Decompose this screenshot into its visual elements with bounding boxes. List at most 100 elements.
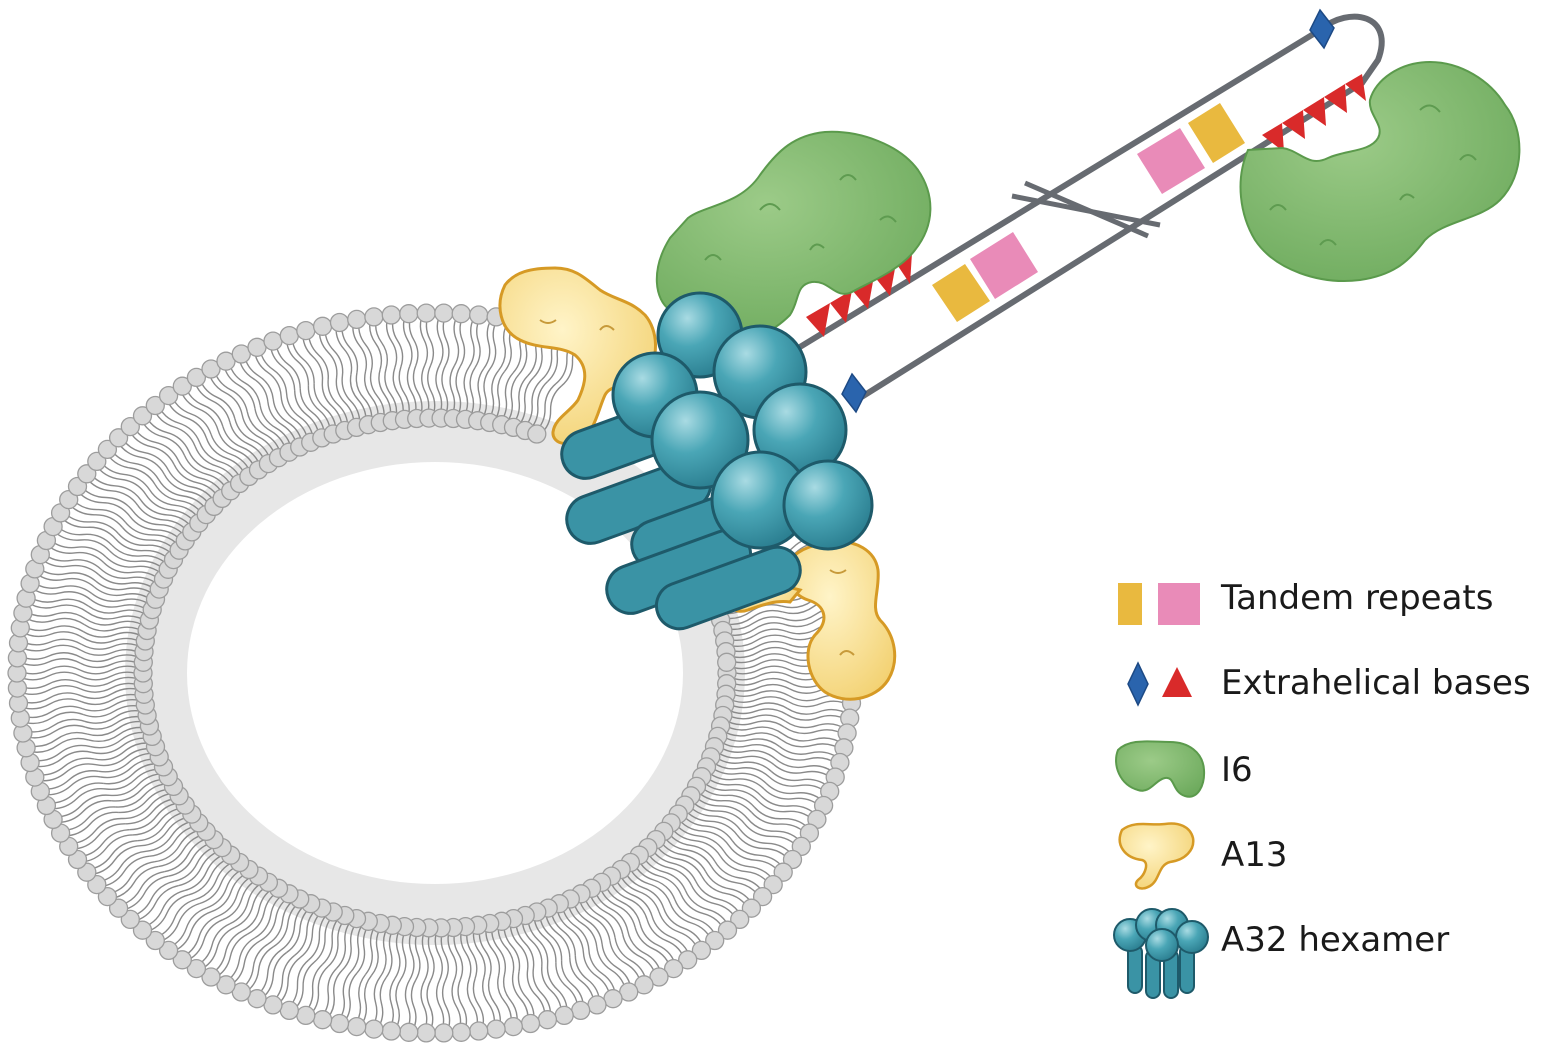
lipid-head — [571, 1000, 591, 1021]
lipid-tail — [157, 902, 200, 944]
lipid-tail — [722, 717, 785, 728]
lipid-head — [705, 930, 725, 951]
tandem-repeat-yellow — [1188, 103, 1245, 163]
lipid-tail — [639, 923, 677, 968]
lipid-tail — [199, 442, 243, 482]
lipid-tail — [714, 861, 766, 895]
lipid-tail — [38, 556, 100, 576]
lipid-tail — [705, 871, 755, 907]
lipid-head — [279, 325, 299, 346]
lipid-tail — [515, 377, 534, 429]
lipid-tail — [140, 499, 194, 530]
lipid-tail — [731, 840, 786, 871]
lipid-tail — [177, 459, 225, 497]
lipid-tail — [765, 782, 826, 804]
lipid-tail — [28, 585, 91, 600]
lipid-tail — [179, 387, 219, 431]
lipid-head — [730, 909, 750, 930]
lipid-tail — [222, 426, 262, 469]
tandem-repeat-pink — [970, 232, 1038, 299]
lipid-tail — [645, 849, 693, 887]
lipid-tail — [785, 720, 848, 731]
lipid-head — [172, 376, 192, 396]
extrahelical-base-red — [1324, 84, 1347, 113]
lipid-head — [201, 967, 221, 987]
lipid-head — [108, 428, 129, 448]
lipid-tail — [61, 811, 119, 837]
lipid-head — [247, 337, 267, 357]
lipid-head — [329, 312, 350, 333]
lipid-tail — [94, 463, 147, 496]
lipid-head — [469, 1021, 489, 1041]
lipid-head — [527, 424, 547, 444]
vesicle-lumen — [187, 462, 683, 884]
lipid-tail — [662, 907, 705, 949]
lipid-tail — [18, 638, 82, 646]
lipid-tail — [577, 895, 611, 941]
lipid-tail — [139, 417, 186, 456]
lipid-head — [469, 305, 489, 325]
lipid-tail — [88, 845, 142, 876]
lipid-head — [554, 1005, 574, 1026]
lipid-tail — [17, 684, 81, 696]
extrahelical-base-red — [1303, 97, 1326, 126]
lipid-tail — [246, 411, 282, 457]
lipid-head — [678, 950, 698, 970]
lipid-tail — [726, 671, 791, 681]
lipid-tail — [69, 496, 126, 523]
lipid-tail — [35, 763, 97, 782]
lipid-head — [329, 1013, 350, 1034]
lipid-tail — [91, 593, 154, 608]
lipid-tail — [627, 930, 663, 976]
lipid-tail — [636, 857, 682, 896]
extrahelical-blue-bases — [841, 8, 1335, 414]
lipid-tail — [193, 378, 231, 423]
lipid-tail — [17, 644, 82, 652]
lipid-tail — [704, 769, 765, 790]
lipid-tail — [109, 865, 159, 900]
lipid-tail — [746, 818, 804, 845]
lipid-tail — [79, 676, 144, 687]
lipid-tail — [115, 439, 165, 475]
lipid-tail — [723, 622, 786, 636]
lipid-tail — [58, 515, 117, 540]
lipid-tail — [759, 794, 819, 818]
lipid-tail — [47, 787, 107, 810]
lipid-tail — [94, 742, 155, 761]
lipid-head — [691, 940, 712, 961]
lipid-tail — [41, 775, 101, 796]
lipid-tail — [165, 397, 208, 439]
lipid-tail — [627, 864, 671, 904]
lipid-tail — [95, 580, 157, 597]
lipid-tail — [44, 542, 105, 564]
legend-label-tandem-repeats: Tandem repeats — [1221, 578, 1494, 618]
lipid-tail — [167, 469, 217, 505]
lipid-tail — [16, 671, 81, 681]
lipid-tail — [26, 737, 89, 753]
lipid-tail — [61, 509, 119, 535]
lipid-tail — [228, 940, 261, 987]
lipid-head — [347, 1016, 367, 1037]
lipid-tail — [709, 759, 770, 778]
lipid-tail — [16, 658, 81, 666]
lipid-tail — [688, 798, 746, 825]
lipid-head — [158, 940, 179, 961]
lipid-tail — [87, 605, 151, 618]
lipid-tail — [66, 501, 124, 528]
lipid-tail — [30, 750, 93, 768]
lipid-head — [486, 1019, 506, 1039]
lipid-tail — [784, 726, 847, 737]
extrahelical-base-red — [806, 303, 830, 337]
tandem-repeats-icon — [1118, 583, 1200, 625]
extrahelical-bases-icon — [1127, 661, 1192, 707]
lipid-tail — [188, 450, 234, 489]
lipid-tail — [85, 618, 148, 629]
lipid-tail — [259, 405, 293, 451]
lipid-tail — [90, 731, 152, 749]
tandem-repeat-yellow — [932, 264, 990, 322]
lipid-tail — [651, 915, 691, 959]
lipid-head — [97, 886, 118, 907]
lipid-tail — [84, 475, 139, 506]
lipid-head — [296, 1005, 316, 1026]
